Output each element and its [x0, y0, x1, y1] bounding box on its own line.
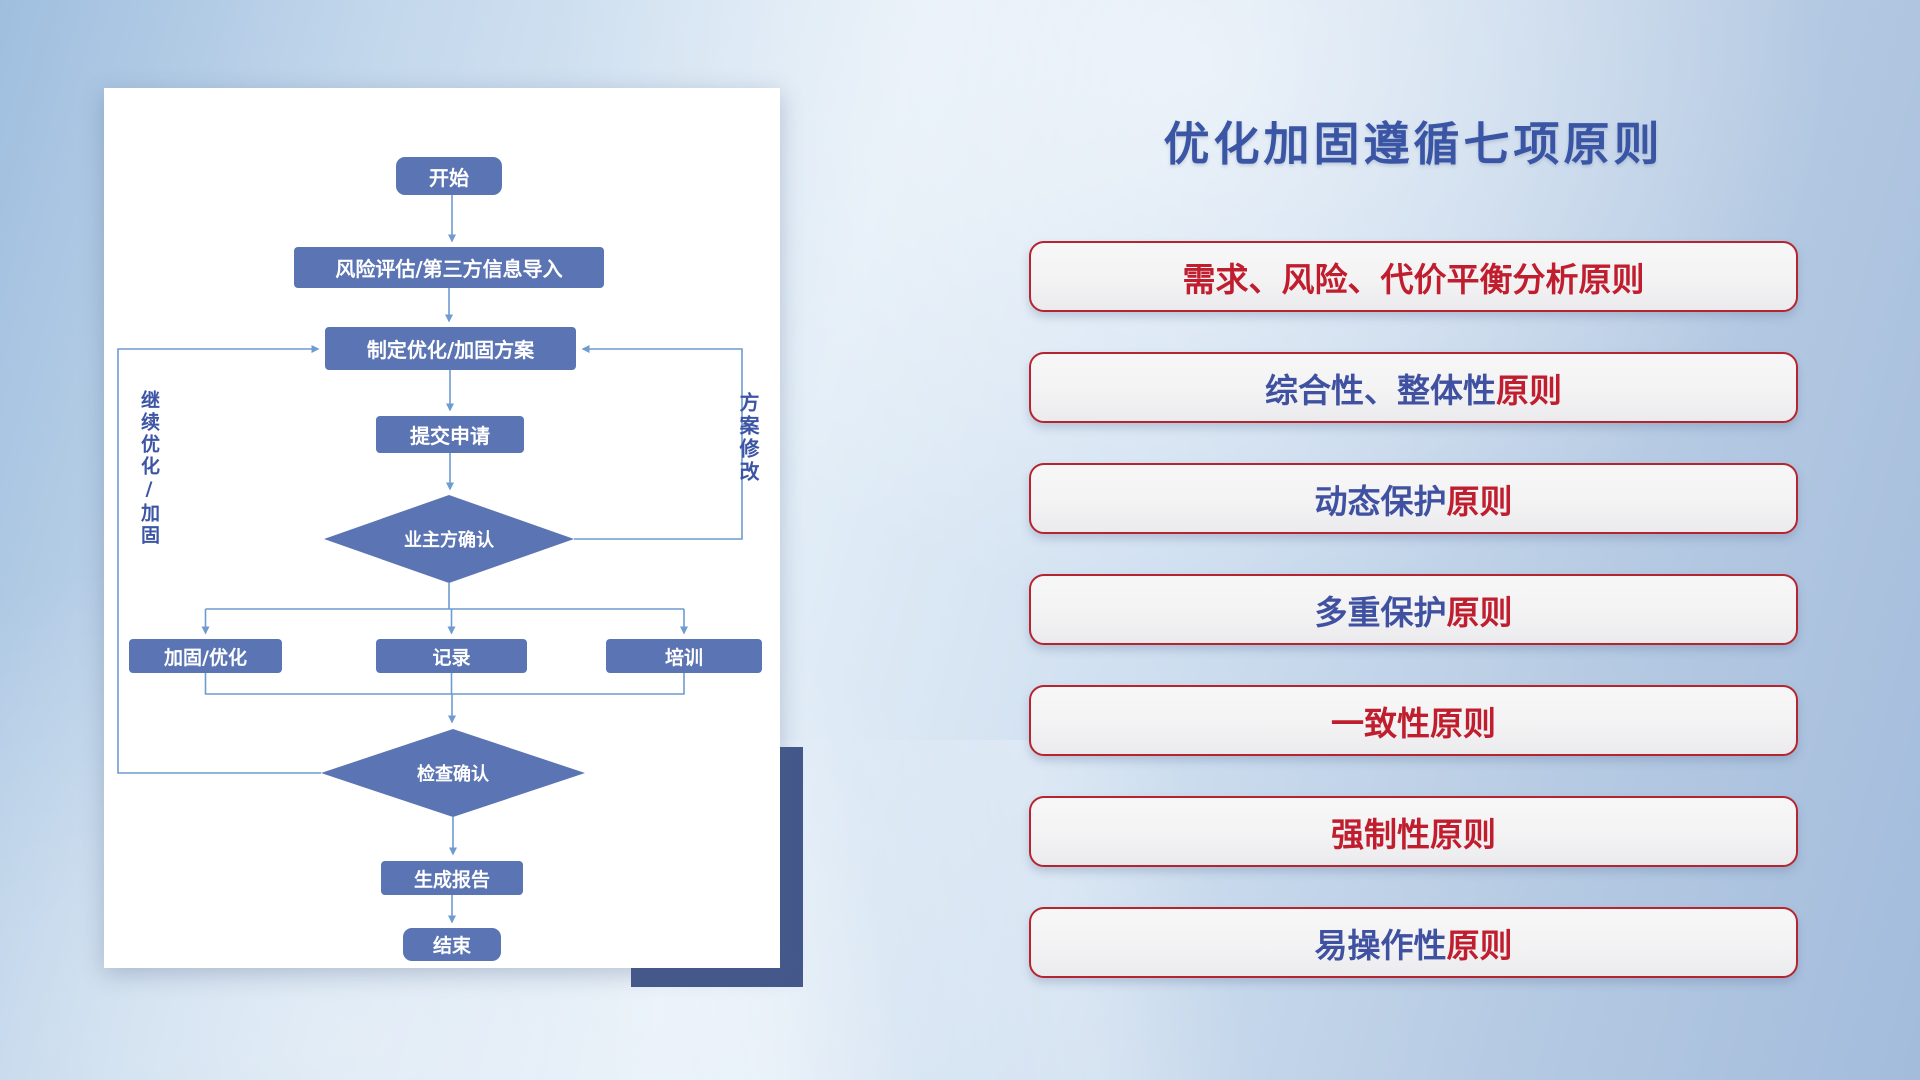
principle-pill-1: 需求、风险、代价平衡分析原则: [1029, 241, 1798, 312]
flow-node-harden-optimize: 加固/优化: [129, 639, 282, 673]
principle-text: 需求、风险、代价平衡分析原则: [1182, 259, 1645, 299]
principle-text: 一致性原则: [1331, 703, 1496, 743]
left-loop-label: 继续优化/加固: [138, 390, 160, 547]
principle-text: 易操作性: [1314, 925, 1447, 965]
right-loop-label: 方案修改: [736, 392, 760, 484]
principles-list: 需求、风险、代价平衡分析原则综合性、整体性原则动态保护原则多重保护原则一致性原则…: [1029, 241, 1798, 978]
principle-text: 综合性、整体性: [1265, 370, 1496, 410]
flow-node-submit: 提交申请: [376, 416, 524, 453]
principle-text: 原则: [1446, 925, 1513, 965]
principle-text: 原则: [1446, 592, 1513, 632]
principle-pill-5: 一致性原则: [1029, 685, 1798, 756]
flow-node-make-plan: 制定优化/加固方案: [325, 327, 576, 370]
principle-pill-6: 强制性原则: [1029, 796, 1798, 867]
flow-node-start: 开始: [396, 157, 502, 195]
principle-text: 强制性原则: [1331, 814, 1496, 854]
flow-node-report: 生成报告: [381, 861, 523, 895]
principle-pill-2: 综合性、整体性原则: [1029, 352, 1798, 423]
flow-connectors: [117, 194, 743, 924]
principle-text: 动态保护: [1314, 481, 1447, 521]
flow-node-training: 培训: [606, 639, 762, 673]
principle-text: 多重保护: [1314, 592, 1447, 632]
flow-node-end: 结束: [403, 928, 501, 961]
principle-text: 原则: [1496, 370, 1562, 410]
flowchart-card: 开始 风险评估/第三方信息导入 制定优化/加固方案 提交申请 业主方确认 加固/…: [104, 88, 780, 968]
principle-pill-3: 动态保护原则: [1029, 463, 1798, 534]
principles-panel: 优化加固遵循七项原则 需求、风险、代价平衡分析原则综合性、整体性原则动态保护原则…: [1029, 0, 1798, 1080]
principle-text: 原则: [1446, 481, 1513, 521]
principle-pill-7: 易操作性原则: [1029, 907, 1798, 978]
page-title: 优化加固遵循七项原则: [1163, 117, 1664, 171]
flow-node-risk-import: 风险评估/第三方信息导入: [294, 247, 604, 288]
principle-pill-4: 多重保护原则: [1029, 574, 1798, 645]
flow-node-record: 记录: [376, 639, 527, 673]
